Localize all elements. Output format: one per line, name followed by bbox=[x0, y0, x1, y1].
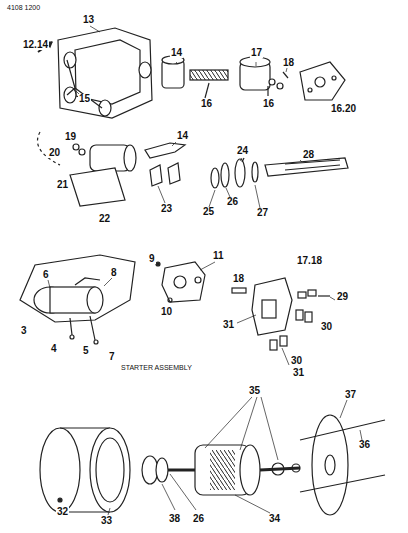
callout-number: 34 bbox=[268, 514, 281, 524]
callout-number: 29 bbox=[336, 292, 349, 302]
callout-number: 11 bbox=[212, 251, 225, 261]
callout-number: 16 bbox=[262, 99, 275, 109]
callout-number: 9 bbox=[148, 254, 156, 264]
callout-number: 37 bbox=[344, 390, 357, 400]
callout-number: 14 bbox=[176, 131, 189, 141]
callout-number: 38 bbox=[168, 514, 181, 524]
callout-number: 16.20 bbox=[330, 104, 357, 114]
callout-number: 22 bbox=[98, 214, 111, 224]
callout-number: 7 bbox=[108, 352, 116, 362]
callout-number: 18 bbox=[232, 274, 245, 284]
callout-number: 5 bbox=[82, 346, 90, 356]
callout-number: 28 bbox=[302, 150, 315, 160]
callout-number: 31 bbox=[292, 368, 305, 378]
callout-number: 35 bbox=[248, 386, 261, 396]
callout-number: 17.18 bbox=[296, 256, 323, 266]
caption-label: STARTER ASSEMBLY bbox=[120, 364, 193, 371]
callout-number: 13 bbox=[82, 15, 95, 25]
callout-number: 33 bbox=[100, 516, 113, 526]
callout-number: 18 bbox=[282, 58, 295, 68]
figure-number: 4108 1200 bbox=[6, 4, 41, 11]
callout-number: 20 bbox=[48, 148, 61, 158]
callout-number: 31 bbox=[222, 320, 235, 330]
callout-number: 4 bbox=[50, 344, 58, 354]
callout-number: 23 bbox=[160, 204, 173, 214]
callout-number: 10 bbox=[160, 307, 173, 317]
callout-number: 36 bbox=[358, 440, 371, 450]
callout-number: 15 bbox=[78, 94, 91, 104]
callout-number: 6 bbox=[42, 270, 50, 280]
callout-number: 19 bbox=[64, 132, 77, 142]
callout-number: 26 bbox=[192, 514, 205, 524]
callout-number: 17 bbox=[250, 48, 263, 58]
callout-number: 30 bbox=[320, 322, 333, 332]
callout-number: 8 bbox=[110, 268, 118, 278]
callout-number: 21 bbox=[56, 180, 69, 190]
callout-number: 14 bbox=[170, 48, 183, 58]
callout-number: 3 bbox=[20, 326, 28, 336]
callout-number: 24 bbox=[236, 146, 249, 156]
callout-number: 26 bbox=[226, 197, 239, 207]
callout-number: 25 bbox=[202, 207, 215, 217]
callout-number: 12.14 bbox=[22, 40, 49, 50]
callout-number: 30 bbox=[290, 356, 303, 366]
callout-number: 16 bbox=[200, 99, 213, 109]
callout-number: 27 bbox=[256, 208, 269, 218]
callout-number: 32 bbox=[56, 507, 69, 517]
